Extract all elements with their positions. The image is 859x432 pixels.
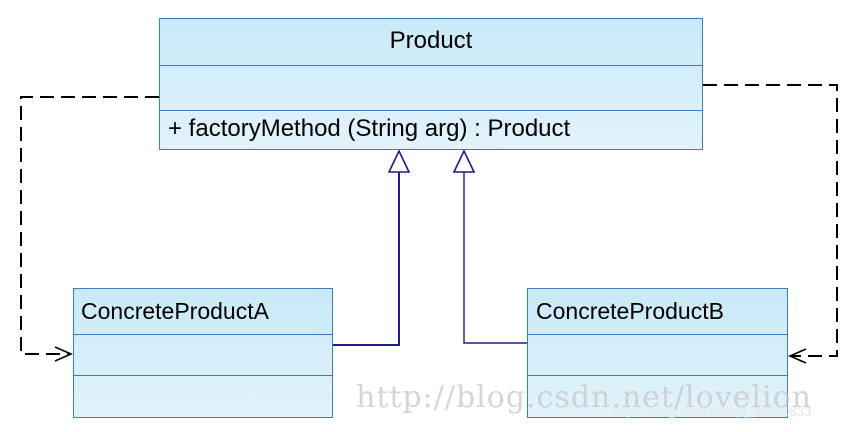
generalization-triangle-a-icon (387, 149, 411, 173)
class-concrete-product-b[interactable]: ConcreteProductB (527, 288, 788, 418)
class-product-name: Product (389, 27, 473, 54)
class-concrete-product-b-operations-compartment (528, 375, 787, 419)
dependency-arrowhead-a-icon (54, 346, 73, 362)
class-concrete-product-a[interactable]: ConcreteProductA (73, 288, 333, 418)
generalization-line-b (463, 172, 527, 344)
dependency-arrowhead-b-icon (788, 348, 807, 364)
class-concrete-product-a-operations-compartment (74, 375, 332, 419)
generalization-triangle-b-icon (452, 149, 476, 173)
class-product-operations-compartment (160, 110, 702, 151)
class-concrete-product-b-attributes-compartment (528, 334, 787, 375)
class-concrete-product-a-attributes-compartment (74, 334, 332, 375)
class-product-attributes-compartment (160, 65, 702, 110)
class-product-name-compartment: Product (160, 19, 702, 65)
class-concrete-product-b-name: ConcreteProductB (536, 298, 724, 324)
watermark-text: http://blog.csdn.net/lovelion (356, 380, 812, 415)
class-concrete-product-a-name-compartment: ConcreteProductA (74, 289, 332, 334)
dependency-line-product-to-b (703, 84, 838, 357)
watermark-small-text: https://blog.csdn.net/qq_36629833 (612, 404, 812, 419)
class-concrete-product-b-name-compartment: ConcreteProductB (528, 289, 787, 334)
dependency-line-product-to-a (20, 96, 159, 355)
class-concrete-product-a-name: ConcreteProductA (81, 298, 269, 324)
class-product[interactable]: Product + factoryMethod (String arg) : P… (159, 18, 703, 150)
generalization-line-a (333, 172, 400, 346)
class-product-operation: + factoryMethod (String arg) : Product (168, 115, 571, 142)
